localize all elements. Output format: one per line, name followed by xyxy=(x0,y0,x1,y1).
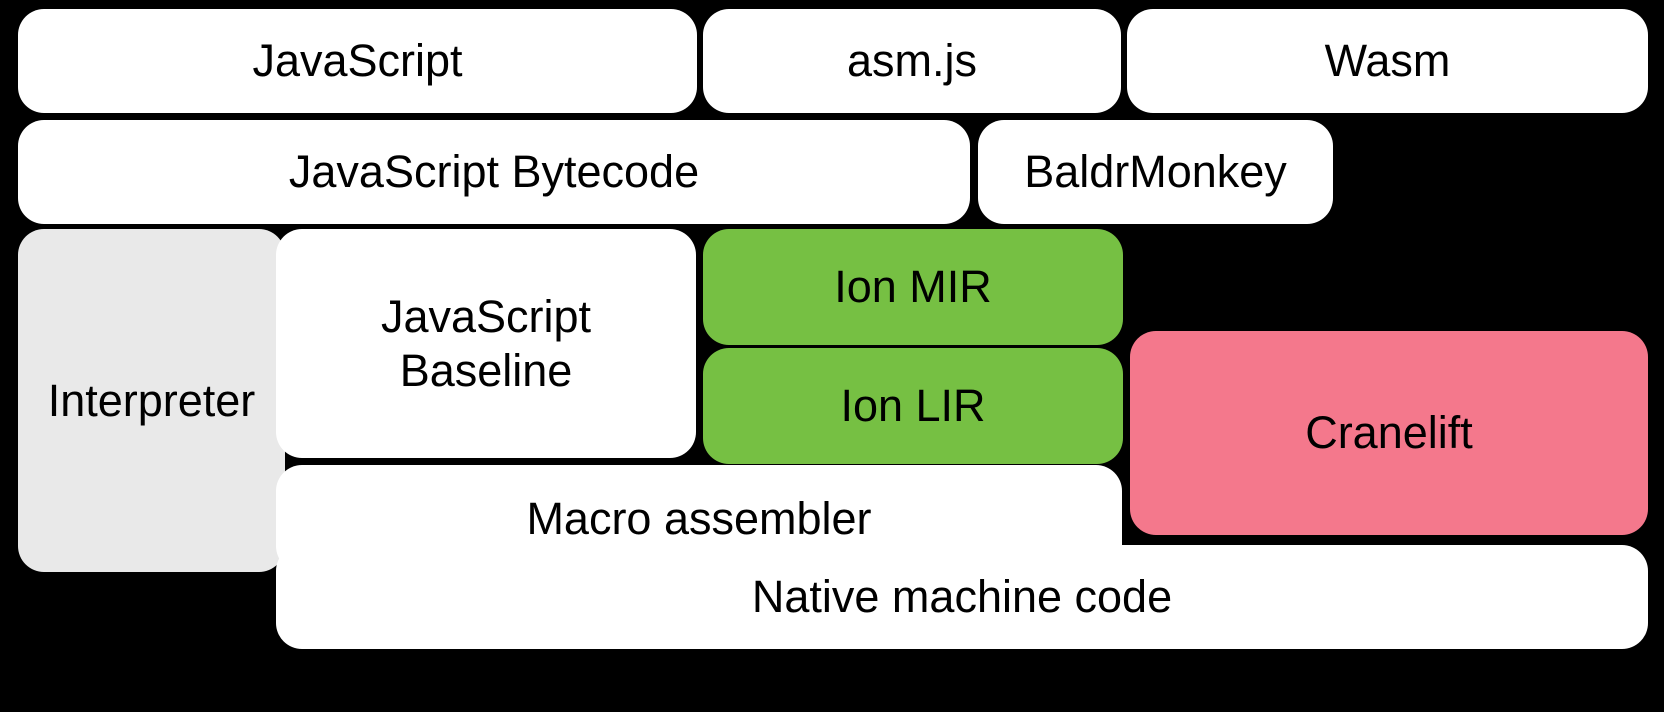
node-javascript-bytecode: JavaScript Bytecode xyxy=(18,120,970,224)
node-label: JavaScript Bytecode xyxy=(288,146,700,198)
node-label: Cranelift xyxy=(1305,407,1473,459)
node-label: JavaScript xyxy=(252,35,463,87)
node-native-machine-code: Native machine code xyxy=(276,545,1648,649)
node-label: JavaScript Baseline xyxy=(380,291,592,396)
node-ion-mir: Ion MIR xyxy=(703,229,1123,345)
node-javascript-baseline: JavaScript Baseline xyxy=(276,229,696,458)
node-label: Interpreter xyxy=(47,374,256,426)
node-label: Ion MIR xyxy=(834,261,992,313)
node-javascript: JavaScript xyxy=(18,9,697,113)
node-label: Native machine code xyxy=(751,571,1173,623)
node-label: BaldrMonkey xyxy=(1024,146,1287,198)
node-label: Ion LIR xyxy=(840,380,986,432)
node-baldrmonkey: BaldrMonkey xyxy=(978,120,1333,224)
node-cranelift: Cranelift xyxy=(1130,331,1648,535)
node-label: Macro assembler xyxy=(526,492,872,544)
node-asm-js: asm.js xyxy=(703,9,1121,113)
node-label: Wasm xyxy=(1324,35,1451,87)
node-ion-lir: Ion LIR xyxy=(703,348,1123,464)
node-interpreter: Interpreter xyxy=(18,229,285,572)
node-wasm: Wasm xyxy=(1127,9,1648,113)
node-label: asm.js xyxy=(846,35,977,87)
